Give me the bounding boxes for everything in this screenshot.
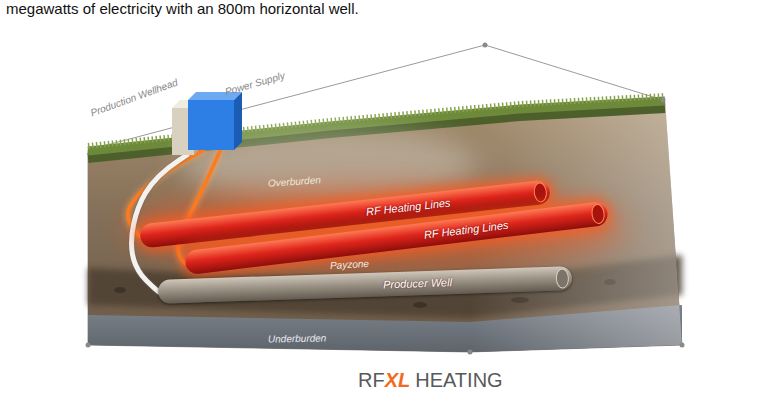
pipe-end: [533, 182, 548, 203]
wireframe: [88, 45, 682, 352]
equipment-label: Production Wellhead: [89, 77, 179, 119]
box-face: [188, 100, 234, 150]
caption-text: megawatts of electricity with an 800m ho…: [6, 0, 359, 17]
wireframe-corners: [86, 43, 685, 355]
corner-dot: [661, 98, 666, 103]
layer-name: Underburden: [268, 332, 327, 344]
rock: [114, 287, 126, 293]
logo-text: HEATING: [415, 369, 502, 392]
pipe-end: [590, 203, 605, 224]
pipe-label: Producer Well: [383, 276, 452, 290]
rock: [413, 302, 427, 308]
logo: RFXLHEATING: [358, 369, 503, 392]
layer-name: Overburden: [268, 174, 321, 189]
equipment-shape: [188, 92, 242, 150]
corner-dot: [86, 343, 91, 348]
producer-well-pipe: Producer Well: [158, 266, 573, 304]
power-cable: [178, 150, 220, 263]
pipe-label: RF Heating Lines: [423, 219, 509, 241]
earth-block: [88, 100, 682, 352]
pipe-end: [556, 268, 570, 288]
corner-dot: [680, 343, 685, 348]
corner-dot: [468, 350, 473, 355]
layer-name: Payzone: [330, 258, 369, 271]
pipe-label: RF Heating Lines: [365, 196, 451, 217]
power-supply-box: Power Supply: [188, 92, 242, 150]
corner-dot: [483, 43, 488, 48]
logo-text: RF: [358, 369, 385, 392]
logo-text: XL: [385, 369, 411, 392]
equipment-label: Power Supply: [224, 70, 286, 98]
box-face: [234, 92, 242, 150]
